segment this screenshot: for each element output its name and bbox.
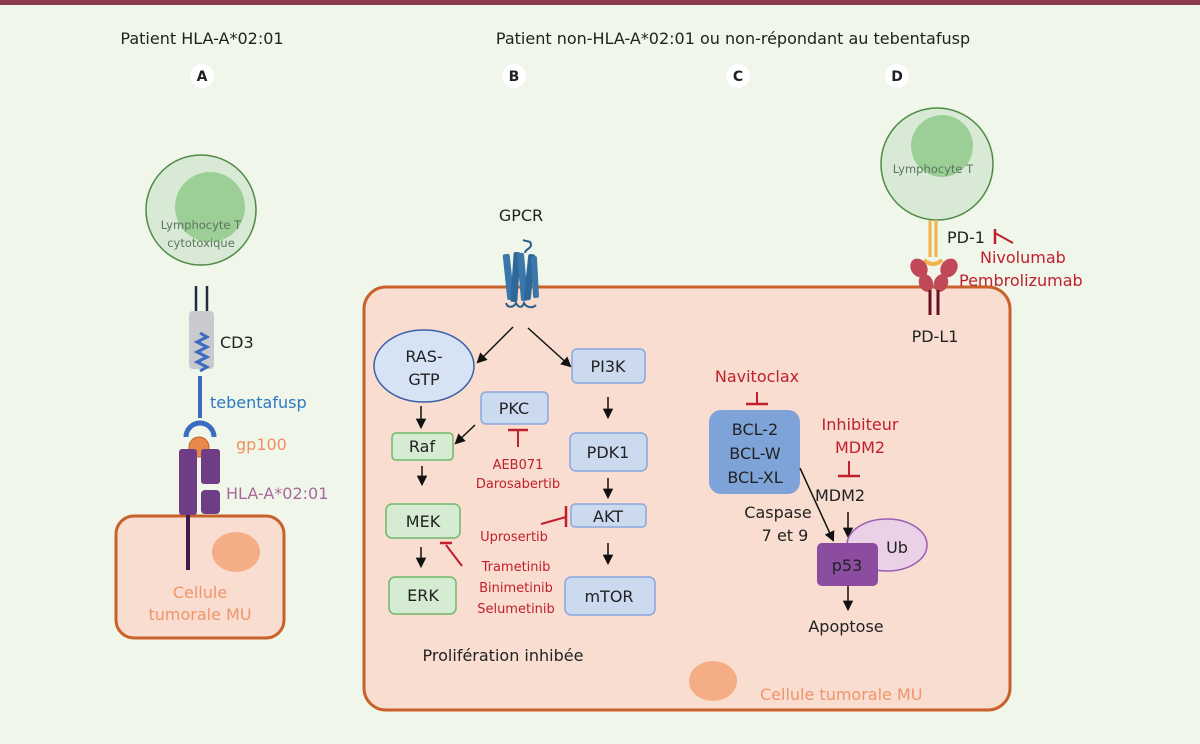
mdm2-inhibition-bar (838, 461, 860, 478)
pdl1-label: PD-L1 (912, 327, 959, 346)
panel-letter-b: B (509, 69, 520, 85)
panel-badge-a: A (190, 64, 214, 88)
hla-label: HLA-A*02:01 (226, 484, 328, 503)
tumor-nucleus-large (689, 661, 737, 701)
ras-label-2: GTP (408, 370, 440, 389)
arrow-pkc-to-raf (454, 424, 476, 445)
t-cell-label-2: cytotoxique (167, 236, 235, 250)
gp100-label: gp100 (236, 435, 287, 454)
tebentafusp-cup (183, 420, 217, 438)
pd1-inhibition-bar (993, 229, 1014, 244)
panel-letter-c: C (733, 69, 743, 85)
akt-node: AKT (570, 503, 647, 528)
tumor-cell-small-label-2: tumorale MU (148, 605, 251, 624)
tumor-cell-small-label-1: Cellule (173, 583, 227, 602)
panel-badge-c: C (726, 64, 750, 88)
pembrolizumab-label: Pembrolizumab (959, 271, 1083, 290)
mek-inhibition-bar (440, 541, 463, 567)
tumor-nucleus-small (212, 532, 260, 572)
akt-label: AKT (593, 507, 623, 526)
panel-letter-a: A (197, 69, 208, 85)
pdk1-node: PDK1 (569, 432, 648, 472)
mek-inhibitor-3: Selumetinib (477, 602, 555, 617)
mek-node: MEK (385, 503, 461, 539)
tebentafusp-spring (193, 331, 211, 373)
panel-letter-d: D (891, 69, 903, 85)
arrow-gpcr-to-pi3k (527, 327, 572, 368)
apoptose-label: Apoptose (808, 617, 883, 636)
t-cell-label-1: Lymphocyte T (161, 218, 242, 232)
t-cell-d-label: Lymphocyte T (893, 162, 974, 176)
pi3k-label: PI3K (590, 357, 626, 376)
arrow-gpcr-to-ras (476, 326, 514, 364)
gpcr-label: GPCR (499, 206, 543, 225)
raf-node: Raf (391, 432, 454, 461)
raf-label: Raf (409, 437, 436, 456)
akt-inhibitor: Uprosertib (480, 530, 548, 545)
tumor-cell-large-label: Cellule tumorale MU (760, 685, 922, 704)
pkc-inhibitor-2: Darosabertib (476, 477, 560, 492)
pkc-node: PKC (480, 391, 549, 425)
gpcr-receptor-icon (502, 239, 539, 309)
header-right-title: Patient non-HLA-A*02:01 ou non-répondant… (496, 29, 970, 48)
pkc-label: PKC (499, 399, 529, 418)
panel-badge-b: B (502, 64, 526, 88)
mtor-label: mTOR (584, 587, 633, 606)
caspase-label-1: Caspase (744, 503, 811, 522)
panel-badge-d: D (885, 64, 909, 88)
hla-molecule (179, 449, 220, 570)
nivolumab-label: Nivolumab (980, 248, 1066, 267)
mek-label: MEK (406, 512, 441, 531)
caspase-label-2: 7 et 9 (762, 526, 809, 545)
erk-label: ERK (407, 586, 439, 605)
arrow-bcl-to-p53 (799, 467, 835, 542)
erk-node: ERK (388, 576, 457, 615)
pd1-label: PD-1 (947, 228, 985, 247)
pkc-inhibitor-1: AEB071 (493, 458, 544, 473)
pdl1-receptor (910, 258, 958, 315)
bclxl-label: BCL-XL (727, 468, 782, 487)
cd3-label: CD3 (220, 333, 254, 352)
mek-inhibitor-1: Trametinib (481, 560, 551, 575)
header-left-title: Patient HLA-A*02:01 (120, 29, 283, 48)
navitoclax-label: Navitoclax (715, 367, 799, 386)
top-bar (0, 0, 1200, 5)
tebentafusp-label: tebentafusp (210, 393, 307, 412)
akt-inhibition-bar (540, 506, 568, 527)
pdk1-label: PDK1 (587, 443, 630, 462)
proliferation-outcome: Prolifération inhibée (423, 646, 584, 665)
bclw-label: BCL-W (729, 444, 781, 463)
mek-inhibitor-2: Binimetinib (479, 581, 553, 596)
mdm2-inhibitor-label-1: Inhibiteur (822, 415, 899, 434)
ub-label: Ub (886, 538, 908, 557)
pkc-inhibition-bar (508, 428, 528, 447)
mtor-node: mTOR (564, 576, 656, 616)
p53-label: p53 (832, 556, 863, 575)
mdm2-label: MDM2 (815, 486, 865, 505)
t-cell-panel-d: Lymphocyte T (880, 107, 994, 221)
navitoclax-inhibition-bar (746, 392, 768, 406)
p53-node: p53 (817, 543, 878, 586)
pd1-receptor (922, 220, 944, 266)
t-cell-cytotoxic: Lymphocyte T cytotoxique (145, 154, 257, 266)
bcl-family-node: BCL-2 BCL-W BCL-XL (709, 410, 800, 494)
ras-gtp-node: RAS- GTP (373, 329, 475, 403)
bcl2-label: BCL-2 (732, 420, 778, 439)
mdm2-inhibitor-label-2: MDM2 (835, 438, 885, 457)
pi3k-node: PI3K (571, 348, 646, 384)
ras-label-1: RAS- (405, 347, 442, 366)
